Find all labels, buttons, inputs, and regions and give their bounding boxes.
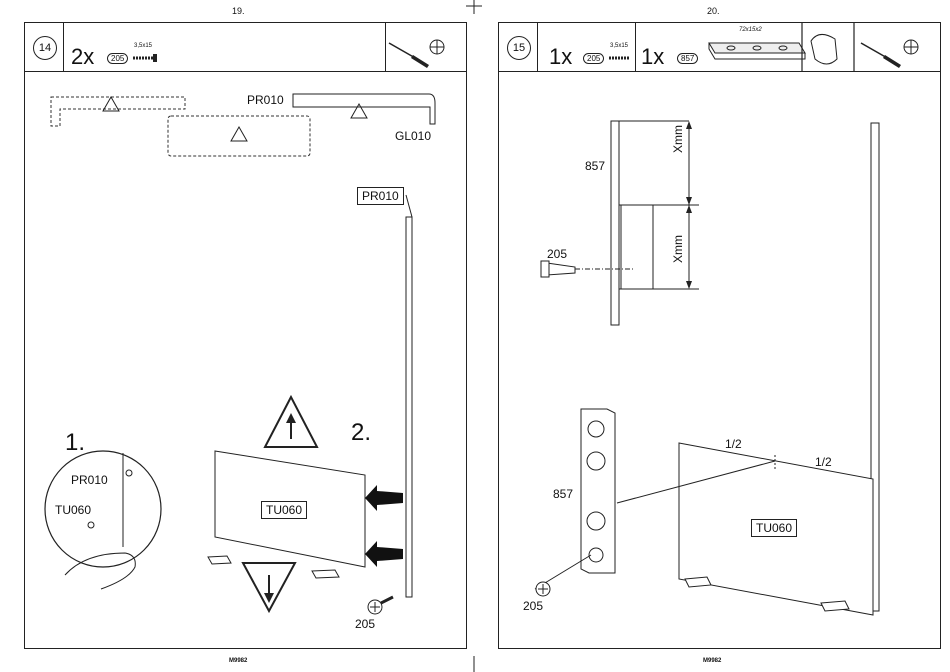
- xmm-lower-label: Xmm: [671, 235, 685, 263]
- step-2-label: 2.: [351, 419, 371, 447]
- part-857-top-label: 857: [585, 159, 605, 173]
- gl010-label: GL010: [395, 129, 431, 143]
- right-assembly-drawing: [499, 23, 942, 650]
- footer-left: M9982: [229, 658, 247, 664]
- screw-205-top-label: 205: [547, 247, 567, 261]
- half-left-label: 1/2: [725, 437, 742, 451]
- tu060-panel-label: TU060: [751, 519, 797, 537]
- left-instruction-panel: 14 2x 205 3,5x15: [24, 22, 467, 649]
- page-number-left: 19.: [232, 6, 245, 16]
- pr010-box-label: PR010: [357, 187, 404, 205]
- tu060-panel-label: TU060: [261, 501, 307, 519]
- part-857-plate-label: 857: [553, 487, 573, 501]
- pr010-circle-label: PR010: [71, 473, 108, 487]
- xmm-upper-label: Xmm: [671, 125, 685, 153]
- pr010-label: PR010: [247, 93, 284, 107]
- right-instruction-panel: 15 1x 205 3,5x15 1x 857 72x15x2: [498, 22, 941, 649]
- step-1-label: 1.: [65, 429, 85, 457]
- screw-205-bottom-label: 205: [523, 599, 543, 613]
- tu060-circle-label: TU060: [55, 503, 91, 517]
- page-number-right: 20.: [707, 6, 720, 16]
- half-right-label: 1/2: [815, 455, 832, 469]
- left-assembly-drawing: [25, 23, 468, 650]
- screw-205-label: 205: [355, 617, 375, 631]
- footer-right: M9982: [703, 658, 721, 664]
